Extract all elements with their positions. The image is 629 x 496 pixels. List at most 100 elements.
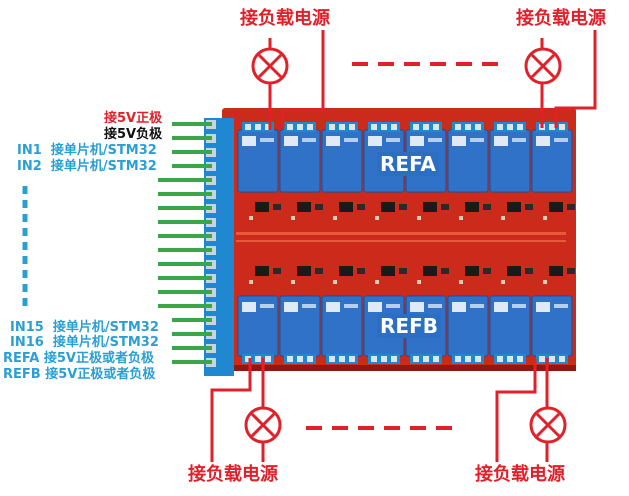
relay-terminal-screw xyxy=(371,356,377,362)
load-supply-label-top-left: 接负载电源 xyxy=(240,8,330,29)
optocoupler xyxy=(255,266,269,276)
relay-terminal-screw xyxy=(549,124,555,130)
relay-terminal-screw xyxy=(423,356,429,362)
transistor xyxy=(399,204,407,210)
relay-terminal-screw xyxy=(455,124,461,130)
relay-text xyxy=(260,304,274,308)
smd-component xyxy=(417,216,421,220)
relay-text xyxy=(428,138,442,142)
relay-terminal-screw xyxy=(507,356,513,362)
optocoupler xyxy=(381,202,395,212)
relay-text xyxy=(302,304,316,308)
relay-text xyxy=(386,138,400,142)
transistor xyxy=(315,204,323,210)
relay-terminal-screw xyxy=(329,356,335,362)
relay-logo xyxy=(410,302,424,312)
relay-text xyxy=(386,304,400,308)
relay-terminal-screw xyxy=(465,124,471,130)
relay-terminal-screw xyxy=(423,124,429,130)
relay-logo xyxy=(284,136,298,146)
optocoupler xyxy=(297,202,311,212)
smd-component xyxy=(375,216,379,220)
relay-terminal-screw xyxy=(549,356,555,362)
relay-terminal-screw xyxy=(475,356,481,362)
terminal-label-in15: IN15 接单片机/STM32 xyxy=(10,320,159,335)
relay-terminal-screw xyxy=(465,356,471,362)
relay-terminal-screw xyxy=(559,124,565,130)
relay-text xyxy=(344,138,358,142)
smd-component xyxy=(375,280,379,284)
optocoupler xyxy=(297,266,311,276)
relay-logo xyxy=(326,136,340,146)
optocoupler xyxy=(423,266,437,276)
smd-component xyxy=(249,280,253,284)
relay-terminal-screw xyxy=(297,124,303,130)
relay-logo xyxy=(410,136,424,146)
relay-logo xyxy=(494,136,508,146)
relay-terminal-screw xyxy=(287,356,293,362)
relay-terminal-screw xyxy=(307,356,313,362)
transistor xyxy=(357,268,365,274)
relay-terminal-screw xyxy=(287,124,293,130)
relay-text xyxy=(344,304,358,308)
optocoupler xyxy=(549,202,563,212)
transistor xyxy=(441,204,449,210)
terminal-label-5v-neg: 接5V负极 xyxy=(104,127,163,142)
relay-logo xyxy=(494,302,508,312)
load-supply-label-top-right: 接负载电源 xyxy=(516,8,606,29)
smd-component xyxy=(249,216,253,220)
relay-logo xyxy=(536,302,550,312)
load-supply-label-bottom-right: 接负载电源 xyxy=(475,464,565,485)
relay-terminal-screw xyxy=(433,124,439,130)
relay-terminal-screw xyxy=(475,124,481,130)
relay-terminal-screw xyxy=(245,356,251,362)
relay-text xyxy=(554,138,568,142)
terminal-label-in2: IN2 接单片机/STM32 xyxy=(17,159,157,174)
relay-logo xyxy=(452,136,466,146)
smd-component xyxy=(459,280,463,284)
optocoupler xyxy=(423,202,437,212)
relay-terminal-screw xyxy=(455,356,461,362)
relay-terminal-screw xyxy=(255,356,261,362)
relay-terminal-screw xyxy=(559,356,565,362)
relay-logo xyxy=(284,302,298,312)
lamp-cross-icon xyxy=(244,406,282,444)
group-a-label: REFA xyxy=(377,152,439,176)
relay-terminal-screw xyxy=(245,124,251,130)
optocoupler xyxy=(549,266,563,276)
relay-terminal-screw xyxy=(497,356,503,362)
transistor xyxy=(567,204,575,210)
relay-terminal-screw xyxy=(381,356,387,362)
optocoupler xyxy=(339,266,353,276)
smd-component xyxy=(543,216,547,220)
relay-logo xyxy=(452,302,466,312)
smd-component xyxy=(291,216,295,220)
transistor xyxy=(441,268,449,274)
relay-terminal-screw xyxy=(517,124,523,130)
transistor xyxy=(483,204,491,210)
relay-terminal-screw xyxy=(339,356,345,362)
smd-component xyxy=(333,280,337,284)
relay-text xyxy=(260,138,274,142)
relay-terminal-screw xyxy=(413,124,419,130)
smd-component xyxy=(501,216,505,220)
terminal-label-in16: IN16 接单片机/STM32 xyxy=(10,335,159,350)
relay-terminal-screw xyxy=(433,356,439,362)
lamp-cross-icon xyxy=(524,47,562,85)
relay-text xyxy=(428,304,442,308)
relay-text xyxy=(470,304,484,308)
transistor xyxy=(357,204,365,210)
terminal-label-refb: REFB 接5V正极或者负极 xyxy=(3,367,156,382)
transistor xyxy=(567,268,575,274)
smd-component xyxy=(501,280,505,284)
relay-terminal-screw xyxy=(329,124,335,130)
relay-logo xyxy=(242,302,256,312)
pcb-shadow-edge xyxy=(222,365,576,371)
optocoupler xyxy=(465,202,479,212)
optocoupler xyxy=(255,202,269,212)
terminal-label-5v-pos: 接5V正极 xyxy=(104,111,163,126)
group-b-label: REFB xyxy=(377,314,441,338)
lamp-cross-icon xyxy=(251,47,289,85)
